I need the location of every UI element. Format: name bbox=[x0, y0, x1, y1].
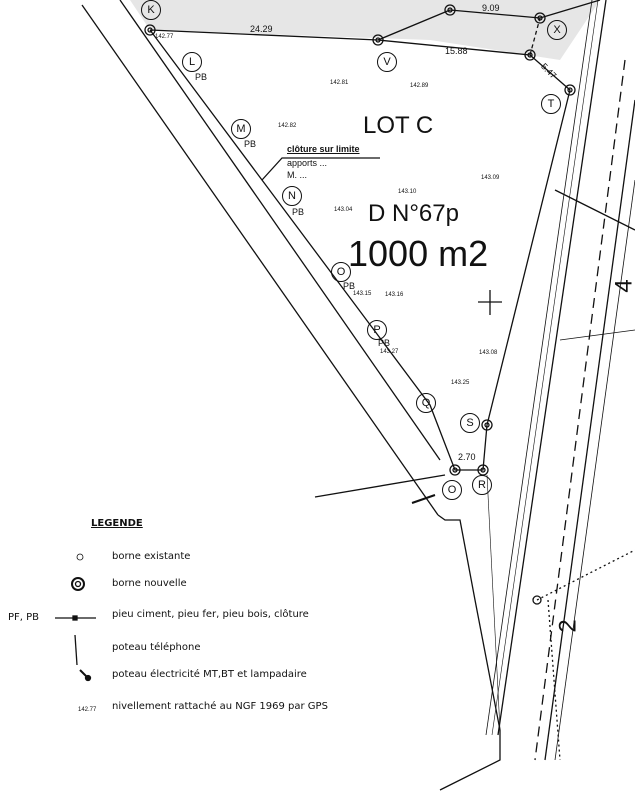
elevation: 143.04 bbox=[334, 207, 353, 213]
point-marker: L bbox=[182, 52, 202, 72]
point-marker: T bbox=[541, 94, 561, 114]
pb-label: PB bbox=[378, 338, 391, 348]
point-marker: O bbox=[442, 480, 462, 500]
legend-item: pieu ciment, pieu fer, pieu bois, clôtur… bbox=[112, 609, 309, 620]
elevation: 143.09 bbox=[481, 175, 500, 181]
new-markers bbox=[144, 4, 576, 605]
pb-label: PB bbox=[195, 72, 208, 82]
road-south bbox=[437, 514, 501, 791]
dimension: 15.88 bbox=[445, 46, 468, 56]
side-label: 2 bbox=[554, 619, 582, 633]
dimension: 24.29 bbox=[250, 24, 273, 34]
legend-item: borne existante bbox=[112, 551, 191, 562]
point-marker: N bbox=[282, 186, 302, 206]
point-marker: K bbox=[141, 0, 161, 20]
open-circle-icon bbox=[76, 553, 84, 561]
lot-name: LOT C bbox=[363, 112, 434, 139]
legend-title: LEGENDE bbox=[91, 518, 143, 529]
parcel-boundary bbox=[149, 29, 571, 471]
road-edge-west bbox=[81, 4, 439, 516]
note-title: clôture sur limite bbox=[287, 144, 360, 154]
point-marker: X bbox=[547, 20, 567, 40]
pb-label: PB bbox=[343, 281, 356, 291]
elevation: 142.81 bbox=[330, 80, 349, 86]
elevation: 143.16 bbox=[385, 292, 404, 298]
road-edge-inner bbox=[119, 0, 441, 461]
legend-item: poteau électricité MT,BT et lampadaire bbox=[112, 669, 307, 680]
point-marker: S bbox=[460, 413, 480, 433]
note-line-1: apports ... bbox=[287, 158, 328, 168]
pb-label: PB bbox=[244, 139, 257, 149]
elevation: 143.25 bbox=[451, 380, 470, 386]
road-dashed bbox=[534, 59, 626, 761]
point-marker: Q bbox=[416, 393, 436, 413]
point-marker: O bbox=[331, 262, 351, 282]
point-marker: R bbox=[472, 475, 492, 495]
legend-prefix: PF, PB bbox=[8, 612, 40, 623]
electric-pole-icon bbox=[79, 669, 87, 677]
hedge-area bbox=[130, 0, 600, 60]
dimension: 9.09 bbox=[482, 3, 500, 13]
double-circle-icon bbox=[71, 577, 85, 591]
point-marker: M bbox=[231, 119, 251, 139]
point-marker: V bbox=[377, 52, 397, 72]
road-east-far bbox=[544, 99, 635, 761]
elevation: 142.89 bbox=[410, 83, 429, 89]
road-east-1 bbox=[497, 0, 607, 736]
legend-item: borne nouvelle bbox=[112, 578, 187, 589]
pb-label: PB bbox=[292, 207, 305, 217]
road-east-3 bbox=[491, 0, 599, 736]
elevation: 143.10 bbox=[398, 189, 417, 195]
elevation: 142.77 bbox=[155, 34, 174, 40]
dimension: 2.70 bbox=[458, 452, 476, 462]
note-line-2: M. ... bbox=[287, 170, 307, 180]
legend-item: nivellement rattaché au NGF 1969 par GPS bbox=[112, 701, 328, 712]
elevation: 143.27 bbox=[380, 349, 399, 355]
parcel-number: D N°67p bbox=[368, 200, 459, 227]
point-marker: P bbox=[367, 320, 387, 340]
road-east-2 bbox=[485, 0, 593, 736]
parcel-area: 1000 m2 bbox=[348, 233, 489, 274]
elevation: 142.82 bbox=[278, 123, 297, 129]
elevation: 143.15 bbox=[353, 291, 372, 297]
elevation-point-icon: 142.77 bbox=[78, 707, 97, 713]
top-boundary bbox=[377, 9, 451, 41]
telephone-pole-icon bbox=[74, 634, 78, 666]
legend-item: poteau téléphone bbox=[112, 642, 201, 653]
elevation: 143.08 bbox=[479, 350, 498, 356]
side-label: 4 bbox=[610, 279, 635, 293]
